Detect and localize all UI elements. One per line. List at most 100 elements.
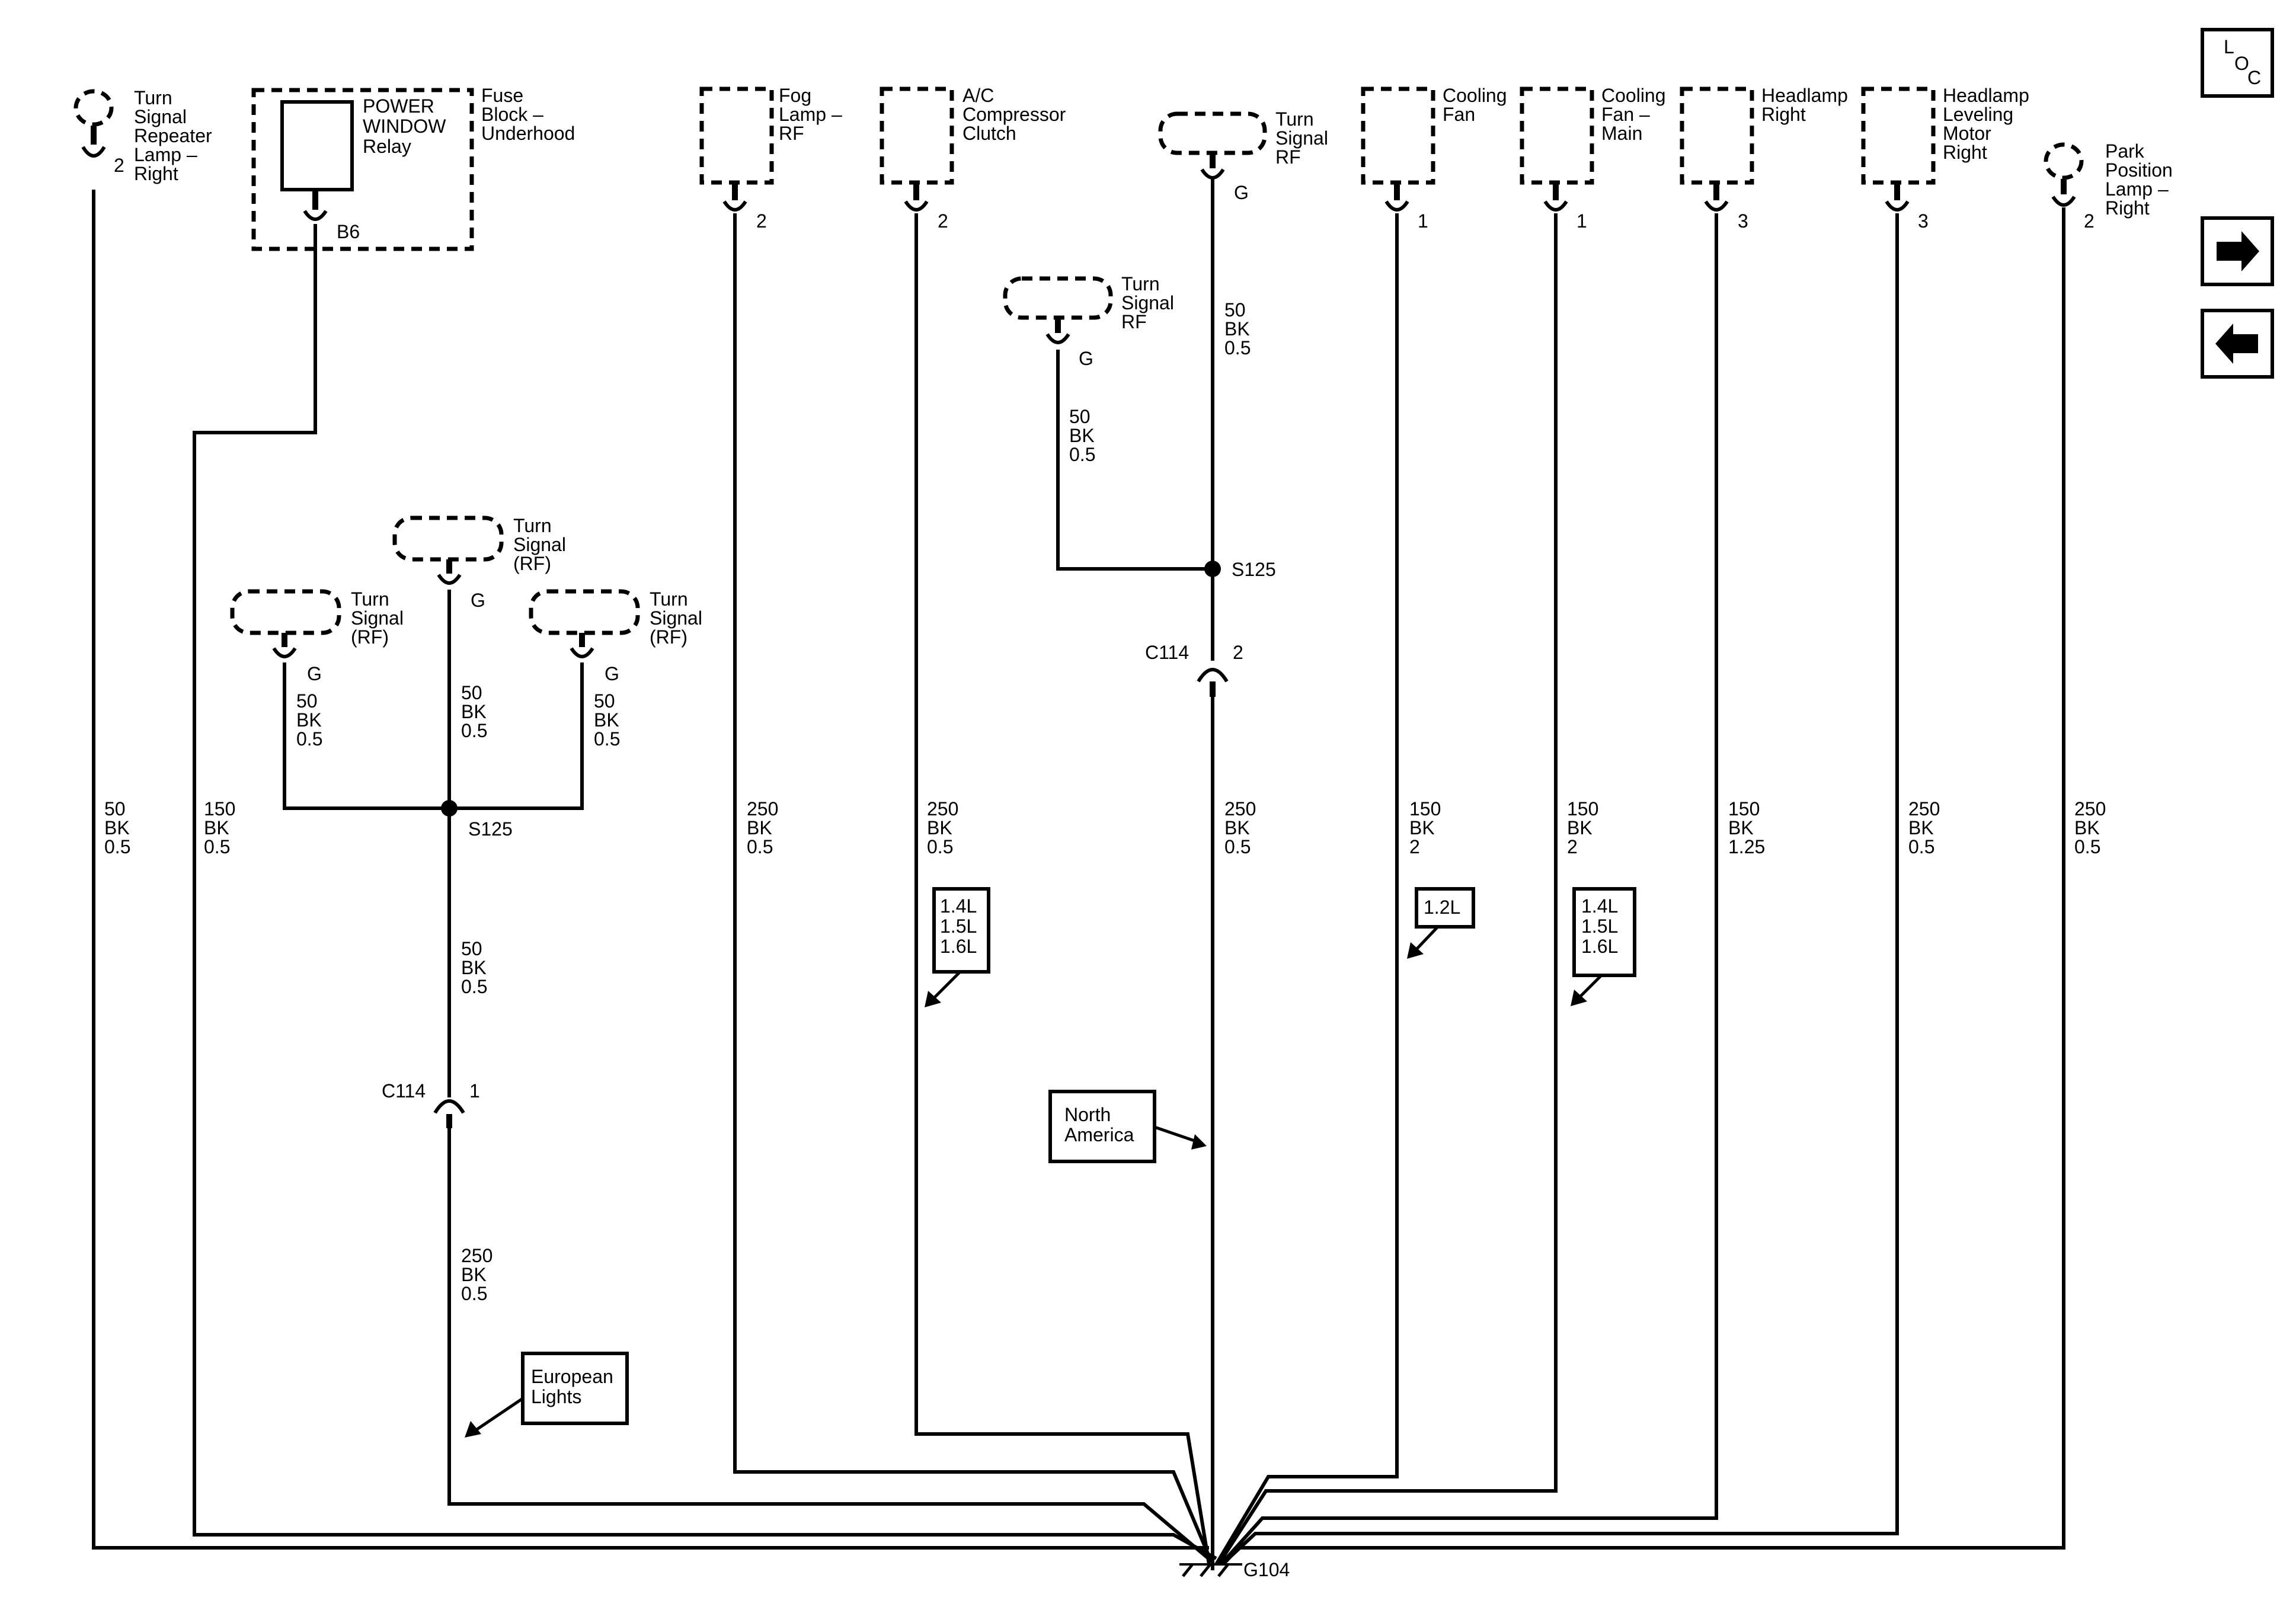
- pin-turn-rf-top: G: [1234, 182, 1249, 203]
- svg-text:1.4L 1.5L 1.6L: 1.4L 1.5L 1.6L: [1581, 895, 1623, 957]
- wire-cooling-fan-main: [1217, 213, 1558, 1566]
- connector-c114-left: C114 1: [382, 1080, 480, 1128]
- wire-label-c114-left-down: 250 BK 0.5: [461, 1245, 498, 1304]
- wire-ts-left-a: [283, 662, 584, 810]
- splice-s125-right-label: S125: [1232, 559, 1276, 580]
- arrowhead-icon: [925, 991, 941, 1007]
- ground-g104: G104: [1179, 1559, 1290, 1580]
- wire-label-c114-right-down: 250 BK 0.5: [1224, 798, 1261, 857]
- wire-headlamp-right: [1219, 213, 1718, 1566]
- c114-left-name: C114: [382, 1080, 426, 1102]
- wire-label-cooling: 150 BK 2: [1409, 798, 1446, 857]
- loc-letter-c: C: [2247, 67, 2261, 88]
- wire-headlamp-leveling: [1220, 213, 1899, 1566]
- wire-label-repeater: 50 BK 0.5: [104, 798, 135, 857]
- splice-s125-left-label: S125: [468, 818, 513, 840]
- component-fuse-block: B6 POWER WINDOW Relay Fuse Block – Under…: [251, 85, 575, 251]
- pin-ts-left-a: G: [307, 663, 322, 684]
- note-engine-cooling-main: 1.4L 1.5L 1.6L: [1571, 887, 1636, 1006]
- pin-ac-clutch: 2: [938, 210, 948, 232]
- component-fog-lamp: 2 Fog Lamp – RF: [699, 85, 848, 232]
- splice-dot-left: [441, 800, 458, 817]
- label-ts-left-a: Turn Signal (RF): [351, 588, 409, 648]
- svg-text:1.4L 1.5L 1.6L: 1.4L 1.5L 1.6L: [940, 895, 981, 957]
- wire-turn-rf-mid: [1056, 350, 1213, 571]
- wire-label-ts-a: 50 BK 0.5: [296, 690, 327, 750]
- label-relay: POWER WINDOW Relay: [363, 95, 451, 157]
- previous-page-button[interactable]: [2201, 309, 2274, 379]
- component-turn-rf-mid: G Turn Signal RF: [1003, 273, 1179, 369]
- label-fog-lamp: Fog Lamp – RF: [779, 85, 848, 144]
- pin-fog-lamp: 2: [756, 210, 767, 232]
- arrow-right-icon: [2217, 231, 2259, 271]
- wire-label-park: 250 BK 0.5: [2074, 798, 2111, 857]
- label-turn-rf-top: Turn Signal RF: [1275, 108, 1334, 168]
- wire-label-fuse: 150 BK 0.5: [204, 798, 241, 857]
- label-turn-rf-mid: Turn Signal RF: [1121, 273, 1179, 332]
- note-engine-cooling: 1.2L: [1407, 887, 1475, 959]
- component-cooling-fan: 1 Cooling Fan: [1361, 85, 1512, 232]
- pin-park-lamp: 2: [2084, 210, 2094, 232]
- arrowhead-icon: [1571, 990, 1587, 1006]
- component-park-lamp: 2 Park Position Lamp – Right: [2044, 140, 2173, 232]
- label-ts-left-top: Turn Signal (RF): [513, 515, 571, 574]
- label-ts-left-b: Turn Signal (RF): [650, 588, 708, 648]
- label-cooling-fan: Cooling Fan: [1443, 85, 1512, 125]
- component-turn-repeater: 2 Turn Signal Repeater Lamp – Right: [73, 87, 218, 184]
- pin-headlamp-leveling: 3: [1918, 210, 1929, 232]
- c114-right-pin: 2: [1233, 642, 1243, 663]
- component-ac-clutch: 2 A/C Compressor Clutch: [880, 85, 1066, 232]
- ground-label: G104: [1243, 1559, 1290, 1580]
- pin-headlamp-right: 3: [1738, 210, 1748, 232]
- component-cooling-fan-main: 1 Cooling Fan – Main: [1520, 85, 1671, 232]
- power-window-relay: [280, 100, 354, 191]
- wire-label-fog: 250 BK 0.5: [747, 798, 784, 857]
- note-north-america: North America: [1048, 1090, 1207, 1163]
- pin-turn-rf-mid: G: [1079, 348, 1093, 369]
- wire-turn-repeater: [92, 190, 1209, 1550]
- arrowhead-icon: [1191, 1134, 1207, 1150]
- svg-text:European Lights: European Lights: [531, 1366, 619, 1407]
- label-fuse-block: Fuse Block – Underhood: [481, 85, 575, 144]
- pin-ts-left-b: G: [605, 663, 619, 684]
- connector-c114-right: C114 2: [1145, 642, 1243, 697]
- pin-cooling-fan-main: 1: [1576, 210, 1587, 232]
- pin-cooling-fan: 1: [1418, 210, 1428, 232]
- wire-label-ts-b: 50 BK 0.5: [594, 690, 625, 750]
- component-headlamp-leveling: 3 Headlamp Leveling Motor Right: [1861, 85, 2029, 232]
- c114-left-pin: 1: [469, 1080, 480, 1102]
- loc-letter-o: O: [2234, 53, 2249, 74]
- wire-label-ac: 250 BK 0.5: [927, 798, 964, 857]
- wire-cooling-fan: [1214, 213, 1399, 1566]
- note-european: European Lights: [465, 1352, 629, 1438]
- component-headlamp-right: 3 Headlamp Right: [1680, 85, 1848, 232]
- component-turn-rf-top: G Turn Signal RF: [1158, 108, 1334, 203]
- wire-fog-lamp: [733, 213, 1213, 1563]
- wire-label-ts-top: 50 BK 0.5: [461, 682, 492, 741]
- pin-turn-repeater: 2: [114, 155, 124, 176]
- wire-fuse-block: [193, 224, 1217, 1560]
- next-page-button[interactable]: [2201, 216, 2274, 286]
- label-cooling-fan-main: Cooling Fan – Main: [1601, 85, 1671, 144]
- wire-label-rf-mid: 50 BK 0.5: [1069, 406, 1100, 465]
- wire-label-headlamp: 150 BK 1.25: [1728, 798, 1765, 857]
- c114-right-name: C114: [1145, 642, 1189, 663]
- svg-text:1.2L: 1.2L: [1424, 897, 1460, 918]
- pin-ts-left-top: G: [471, 590, 485, 611]
- component-ts-left-a: G Turn Signal (RF): [230, 588, 409, 684]
- pin-fuse-block: B6: [337, 221, 360, 242]
- wire-park-lamp: [1221, 207, 2065, 1566]
- splice-dot-right: [1204, 561, 1221, 577]
- wire-label-rf-top: 50 BK 0.5: [1224, 299, 1255, 359]
- component-ts-left-top: G Turn Signal (RF): [392, 515, 571, 611]
- wire-label-cooling-main: 150 BK 2: [1567, 798, 1604, 857]
- wire-label-leveling: 250 BK 0.5: [1908, 798, 1945, 857]
- loc-button[interactable]: L O C: [2201, 28, 2274, 98]
- wire-label-s125-left-down: 50 BK 0.5: [461, 938, 492, 997]
- label-turn-repeater: Turn Signal Repeater Lamp – Right: [134, 87, 218, 184]
- component-ts-left-b: G Turn Signal (RF): [529, 588, 708, 684]
- arrow-left-icon: [2215, 324, 2258, 364]
- note-engine-ac: 1.4L 1.5L 1.6L: [925, 887, 990, 1007]
- arrowhead-icon: [1407, 942, 1424, 959]
